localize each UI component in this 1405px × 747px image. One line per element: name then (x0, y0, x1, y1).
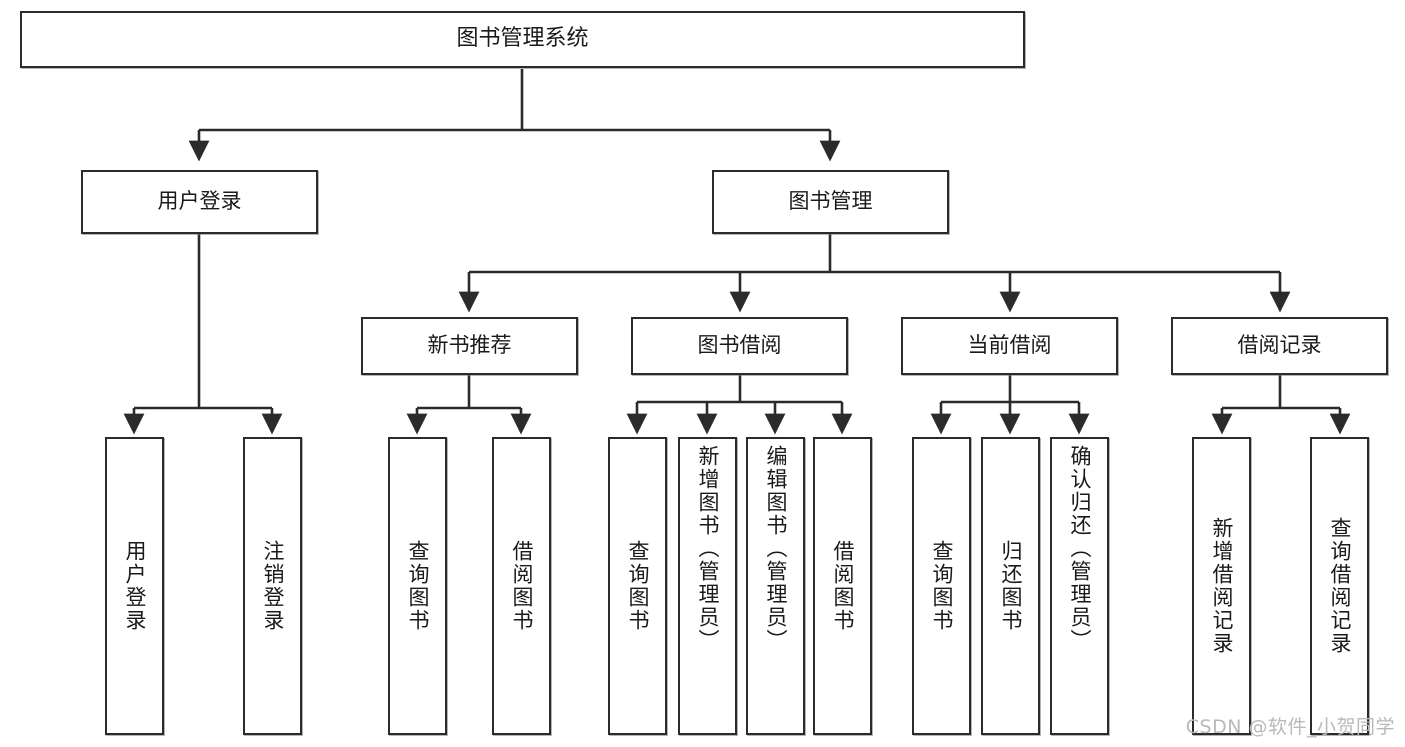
leaf-logout-login[interactable]: 注销登录 (243, 437, 302, 735)
node-book-borrow[interactable]: 图书借阅 (631, 317, 848, 375)
node-current-borrow[interactable]: 当前借阅 (901, 317, 1118, 375)
node-label: 新增图书（管理员） (696, 445, 721, 652)
node-label: 查询图书 (626, 540, 651, 632)
node-label: 查询图书 (406, 540, 431, 632)
node-label: 图书管理系统 (456, 26, 589, 52)
node-new-book-recommend[interactable]: 新书推荐 (361, 317, 578, 375)
node-label: 借阅图书 (510, 540, 535, 632)
leaf-query-book-recommend[interactable]: 查询图书 (388, 437, 447, 735)
leaf-return-book[interactable]: 归还图书 (981, 437, 1040, 735)
leaf-borrow-book-recommend[interactable]: 借阅图书 (492, 437, 551, 735)
node-label: 借阅图书 (831, 540, 856, 632)
node-label: 图书借阅 (697, 333, 782, 358)
node-user-login[interactable]: 用户登录 (81, 170, 318, 234)
node-label: 新书推荐 (427, 333, 512, 358)
node-borrow-record[interactable]: 借阅记录 (1171, 317, 1388, 375)
leaf-query-borrow-record[interactable]: 查询借阅记录 (1310, 437, 1369, 735)
node-label: 借阅记录 (1237, 333, 1322, 358)
node-label: 编辑图书（管理员） (764, 445, 789, 652)
node-label: 用户登录 (157, 189, 242, 214)
node-label: 归还图书 (999, 540, 1024, 632)
leaf-add-book-admin[interactable]: 新增图书（管理员） (678, 437, 737, 735)
node-label: 用户登录 (123, 540, 148, 632)
leaf-borrow-book-borrow[interactable]: 借阅图书 (813, 437, 872, 735)
leaf-edit-book-admin[interactable]: 编辑图书（管理员） (746, 437, 805, 735)
leaf-user-login[interactable]: 用户登录 (105, 437, 164, 735)
leaf-confirm-return-admin[interactable]: 确认归还（管理员） (1050, 437, 1109, 735)
node-label: 当前借阅 (967, 333, 1052, 358)
leaf-query-book-borrow[interactable]: 查询图书 (608, 437, 667, 735)
leaf-add-borrow-record[interactable]: 新增借阅记录 (1192, 437, 1251, 735)
node-label: 新增借阅记录 (1210, 517, 1235, 655)
node-label: 查询图书 (930, 540, 955, 632)
node-root-system[interactable]: 图书管理系统 (20, 11, 1025, 68)
node-label: 图书管理 (788, 189, 873, 214)
leaf-query-book-current[interactable]: 查询图书 (912, 437, 971, 735)
node-book-manage[interactable]: 图书管理 (712, 170, 949, 234)
node-label: 注销登录 (261, 540, 286, 632)
node-label: 查询借阅记录 (1328, 517, 1353, 655)
node-label: 确认归还（管理员） (1068, 445, 1093, 652)
